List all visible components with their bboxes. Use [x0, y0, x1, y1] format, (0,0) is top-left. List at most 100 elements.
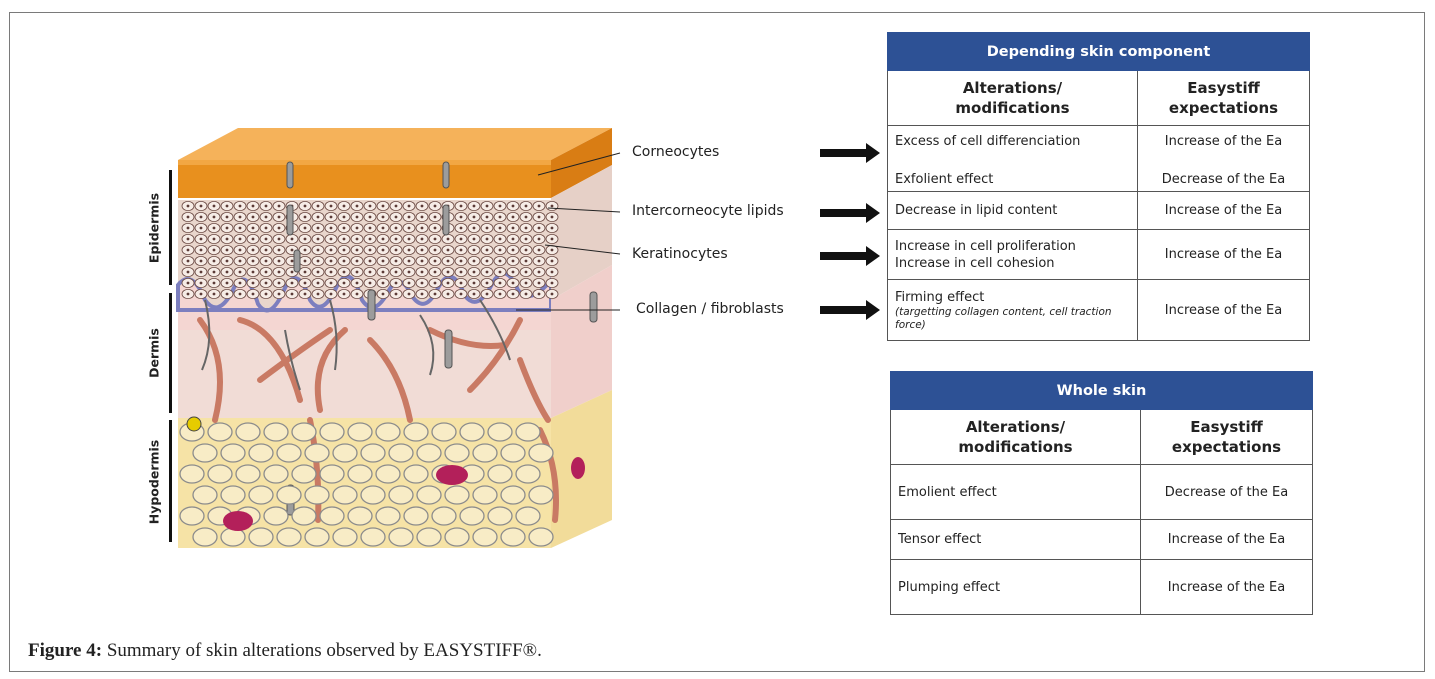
keratinocyte-nucleus — [265, 227, 268, 230]
keratinocyte-nucleus — [551, 216, 554, 219]
keratinocyte-nucleus — [486, 260, 489, 263]
adipocyte — [389, 528, 413, 546]
keratinocyte-nucleus — [343, 293, 346, 296]
keratinocyte-nucleus — [473, 282, 476, 285]
keratinocyte-nucleus — [213, 238, 216, 241]
keratinocyte-nucleus — [447, 260, 450, 263]
keratinocyte-nucleus — [265, 271, 268, 274]
epidermis-bar — [169, 170, 172, 285]
keratinocyte-nucleus — [356, 260, 359, 263]
adipocyte — [249, 486, 273, 504]
keratinocyte-nucleus — [421, 205, 424, 208]
keratinocyte-nucleus — [200, 238, 203, 241]
table-cell: Decrease in lipid content — [888, 192, 1138, 230]
keratinocyte-nucleus — [200, 205, 203, 208]
keratinocyte-nucleus — [304, 282, 307, 285]
keratinocyte-nucleus — [369, 238, 372, 241]
keratinocyte-nucleus — [187, 227, 190, 230]
black-arrows — [820, 143, 880, 320]
keratinocyte-nucleus — [187, 271, 190, 274]
adipocyte — [432, 423, 456, 441]
keratinocyte-nucleus — [421, 282, 424, 285]
keratinocyte-nucleus — [434, 282, 437, 285]
keratinocyte-nucleus — [265, 282, 268, 285]
keratinocyte-nucleus — [551, 238, 554, 241]
keratinocyte-nucleus — [252, 282, 255, 285]
keratinocyte-nucleus — [226, 260, 229, 263]
keratinocyte-nucleus — [317, 216, 320, 219]
keratinocyte-nucleus — [291, 260, 294, 263]
keratinocyte-nucleus — [265, 260, 268, 263]
keratinocyte-nucleus — [499, 249, 502, 252]
adipocyte — [488, 507, 512, 525]
keratinocyte-nucleus — [486, 293, 489, 296]
keratinocyte-nucleus — [200, 282, 203, 285]
col-header-expectations: Easystiffexpectations — [1138, 71, 1310, 126]
keratinocyte-nucleus — [252, 249, 255, 252]
keratinocyte-nucleus — [499, 293, 502, 296]
keratinocyte-nucleus — [200, 293, 203, 296]
keratinocyte-nucleus — [187, 282, 190, 285]
label-corneocytes: Corneocytes — [632, 144, 719, 160]
dermis-bar — [169, 293, 172, 413]
keratinocyte-nucleus — [473, 293, 476, 296]
keratinocyte-nucleus — [187, 238, 190, 241]
keratinocyte-nucleus — [421, 293, 424, 296]
keratinocyte-nucleus — [512, 282, 515, 285]
keratinocyte-nucleus — [226, 216, 229, 219]
keratinocyte-nucleus — [408, 260, 411, 263]
keratinocyte-nucleus — [499, 271, 502, 274]
adipocyte — [264, 465, 288, 483]
keratinocyte-nucleus — [291, 293, 294, 296]
keratinocyte-nucleus — [239, 271, 242, 274]
keratinocyte-nucleus — [278, 216, 281, 219]
keratinocyte-nucleus — [278, 293, 281, 296]
keratinocyte-nucleus — [525, 216, 528, 219]
adipocyte — [249, 528, 273, 546]
adipocyte — [333, 444, 357, 462]
keratinocyte-nucleus — [239, 227, 242, 230]
caption-label: Figure 4: — [28, 640, 102, 661]
keratinocyte-nucleus — [447, 293, 450, 296]
adipocyte — [264, 507, 288, 525]
keratinocyte-nucleus — [395, 293, 398, 296]
keratinocyte-nucleus — [239, 205, 242, 208]
keratinocyte-nucleus — [538, 282, 541, 285]
keratinocyte-nucleus — [213, 271, 216, 274]
adipocyte — [277, 486, 301, 504]
adipocyte — [516, 507, 540, 525]
hypodermis-bar — [169, 420, 172, 542]
keratinocyte-nucleus — [447, 282, 450, 285]
keratinocyte-nucleus — [239, 282, 242, 285]
keratinocyte-nucleus — [525, 271, 528, 274]
adipocyte — [264, 423, 288, 441]
keratinocyte-nucleus — [421, 271, 424, 274]
keratinocyte-nucleus — [421, 260, 424, 263]
keratinocyte-nucleus — [486, 282, 489, 285]
keratinocyte-nucleus — [512, 271, 515, 274]
keratinocyte-nucleus — [343, 205, 346, 208]
keratinocyte-nucleus — [330, 227, 333, 230]
keratinocyte-nucleus — [473, 216, 476, 219]
adipocyte — [389, 444, 413, 462]
adipocyte — [333, 486, 357, 504]
table-cell: Increase of the Ea — [1138, 230, 1310, 280]
keratinocyte-nucleus — [226, 205, 229, 208]
keratinocyte-nucleus — [421, 227, 424, 230]
keratinocyte-nucleus — [304, 205, 307, 208]
keratinocyte-nucleus — [499, 260, 502, 263]
keratinocyte-nucleus — [473, 205, 476, 208]
keratinocyte-nucleus — [434, 271, 437, 274]
adipocyte — [221, 444, 245, 462]
keratinocyte-nucleus — [304, 293, 307, 296]
keratinocyte-nucleus — [512, 249, 515, 252]
keratinocyte-nucleus — [330, 216, 333, 219]
label-collagen: Collagen / fibroblasts — [636, 301, 784, 317]
keratinocyte-nucleus — [252, 271, 255, 274]
keratinocyte-nucleus — [434, 260, 437, 263]
keratinocyte-nucleus — [512, 205, 515, 208]
col-header-alterations: Alterations/modifications — [888, 71, 1138, 126]
keratinocyte-nucleus — [538, 216, 541, 219]
keratinocyte-nucleus — [512, 260, 515, 263]
keratinocyte-nucleus — [551, 205, 554, 208]
